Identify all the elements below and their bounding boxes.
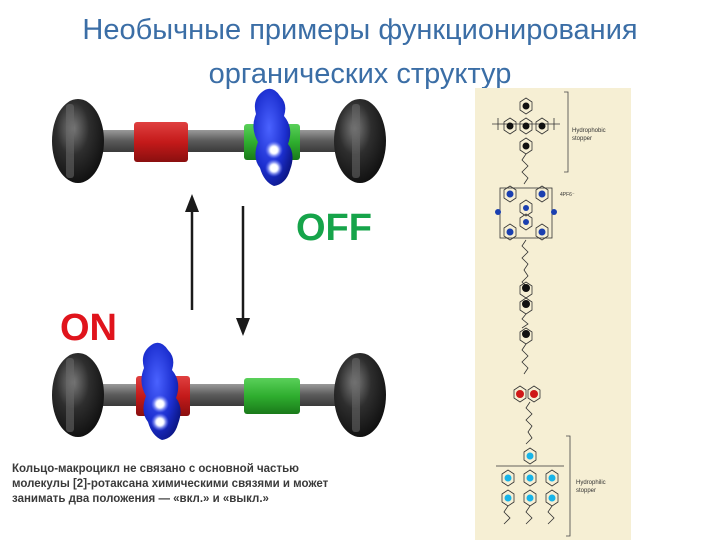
chain-lower [521, 313, 529, 375]
top-bracket [564, 91, 569, 173]
title-line-1: Необычные примеры функционирования [82, 14, 638, 46]
down-arrow [236, 206, 250, 336]
red-station [134, 122, 188, 162]
bottom-label-line2: stopper [576, 488, 596, 494]
hydrophilic-stopper [496, 447, 564, 525]
caption-line-1: Кольцо-макроцикл не связано с основной ч… [12, 463, 299, 475]
ring-dots [495, 190, 557, 236]
left-stopper [52, 99, 104, 183]
up-arrow [185, 194, 199, 310]
macrocycle-ring [253, 88, 293, 186]
rotaxane-on-state [52, 342, 386, 440]
bottom-bracket [566, 435, 571, 537]
slide-title: Необычные примеры функционирования орган… [0, 8, 720, 96]
charge-label: 4PF6⁻ [560, 192, 575, 198]
bottom-label-line1: Hydrophilic [576, 480, 606, 486]
aryl-dots [506, 102, 546, 150]
right-stopper [334, 99, 386, 183]
caption-line-3: занимать два положения — «вкл.» и «выкл.… [12, 493, 269, 505]
chain-upper [521, 153, 529, 185]
top-label-line1: Hydrophobic [572, 128, 606, 134]
hydrophilic-dots [504, 452, 556, 502]
panel-background [475, 88, 631, 540]
right-stopper [334, 353, 386, 437]
caption-line-2: молекулы [2]-ротаксана химическими связя… [12, 478, 329, 490]
title-line-2: органических структур [208, 58, 512, 90]
on-label: ON [60, 307, 117, 349]
chain-black-dots [522, 284, 530, 338]
rotaxane-off-state [52, 88, 386, 186]
chain-middle [521, 239, 529, 289]
macrocycle-ring [141, 342, 181, 440]
chemical-structure-panel: Hydrophobic stopper 4PF6⁻ [475, 88, 631, 540]
red-station-dots [513, 385, 541, 403]
left-stopper [52, 353, 104, 437]
off-label: OFF [296, 207, 372, 249]
top-label-line2: stopper [572, 136, 592, 142]
caption: Кольцо-макроцикл не связано с основной ч… [12, 462, 452, 507]
green-station [244, 378, 300, 414]
chain-tail [525, 401, 533, 445]
